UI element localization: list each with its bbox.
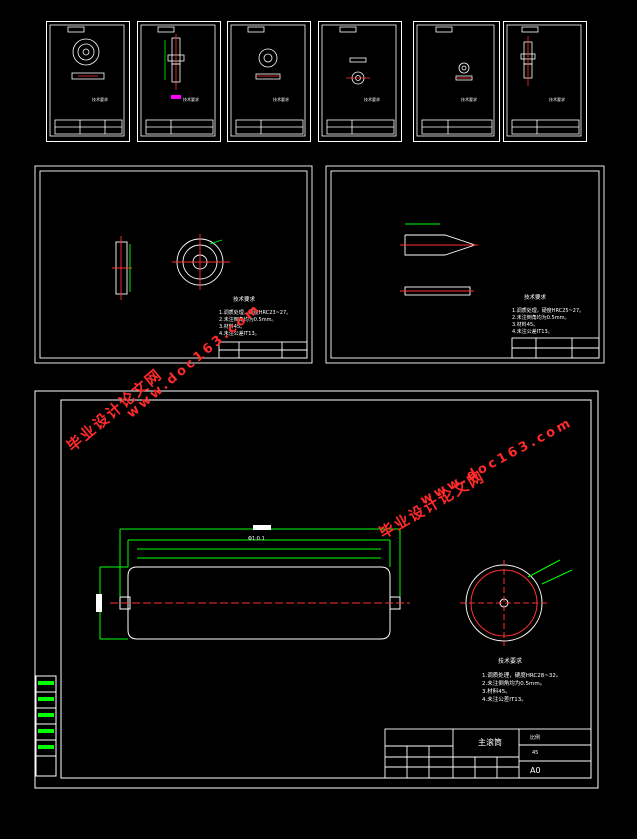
left-strip-marks — [38, 681, 54, 749]
small-sheet-3 — [227, 21, 311, 142]
small-sheet-4-notes-title: 技术要求 — [364, 97, 380, 102]
mid-left-notes: 技术要求 1.调质处理，硬度HRC23~27。 2.未注倒角均为0.5mm。 3… — [219, 297, 292, 338]
mid-right-note-4: 4.未注公差IT13。 — [512, 329, 553, 335]
mid-right-note-2: 2.未注倒角均为0.5mm。 — [512, 315, 570, 321]
roller-side-view — [96, 525, 410, 640]
mid-left-note-3: 3.材料45。 — [219, 324, 246, 330]
main-note-1: 1.调质处理，硬度HRC28~32。 — [482, 673, 562, 679]
mid-left-note-1: 1.调质处理，硬度HRC23~27。 — [219, 310, 292, 316]
small-sheet-3-notes-title: 技术要求 — [273, 97, 289, 102]
roller-end-view — [460, 559, 573, 646]
mid-right-note-1: 1.调质处理，硬度HRC25~27。 — [512, 308, 585, 314]
small-sheet-2 — [137, 21, 221, 142]
title-block-material: 45 — [532, 750, 539, 756]
main-notes-title: 技术要求 — [498, 658, 523, 665]
mid-left-sheet — [34, 165, 313, 364]
main-notes: 技术要求 1.调质处理，硬度HRC28~32。 2.未注倒角均为0.5mm。 3… — [482, 658, 562, 704]
mid-right-notes: 技术要求 1.调质处理，硬度HRC25~27。 2.未注倒角均为0.5mm。 3… — [512, 295, 585, 336]
title-block-drawing-name: 主滚筒 — [478, 738, 502, 747]
main-note-4: 4.未注公差IT13。 — [482, 697, 527, 703]
small-sheet-6 — [503, 21, 587, 142]
small-sheet-2-notes-title: 技术要求 — [183, 97, 199, 102]
mid-left-notes-title: 技术要求 — [233, 297, 256, 303]
small-sheet-5-notes-title: 技术要求 — [461, 97, 477, 102]
main-note-3: 3.材料45。 — [482, 689, 511, 695]
mid-right-notes-title: 技术要求 — [524, 295, 547, 301]
small-sheet-6-notes-title: 技术要求 — [549, 97, 565, 102]
mid-left-note-2: 2.未注倒角均为0.5mm。 — [219, 317, 277, 323]
mid-right-sheet — [325, 165, 605, 364]
small-sheet-1 — [46, 21, 130, 142]
mid-left-note-4: 4.未注公差IT13。 — [219, 331, 260, 337]
small-sheet-5 — [413, 21, 500, 142]
small-sheet-4 — [318, 21, 402, 142]
mid-right-note-3: 3.材料45。 — [512, 322, 539, 328]
small-sheet-6-content — [506, 24, 582, 137]
main-note-2: 2.未注倒角均为0.5mm。 — [482, 681, 546, 687]
small-sheet-5-content — [416, 24, 495, 137]
small-sheet-2-content — [140, 24, 216, 137]
small-sheet-4-content — [321, 24, 397, 137]
title-block-company: 比例 — [530, 735, 541, 741]
small-sheet-1-notes-title: 技术要求 — [92, 97, 108, 102]
small-sheet-1-content — [49, 24, 125, 137]
title-block-size: A0 — [530, 766, 541, 775]
main-sheet-frame — [34, 390, 599, 789]
main-title-block — [384, 728, 592, 779]
small-sheet-3-content — [230, 24, 306, 137]
dimension-label: Φ1:0.1 — [248, 536, 265, 542]
